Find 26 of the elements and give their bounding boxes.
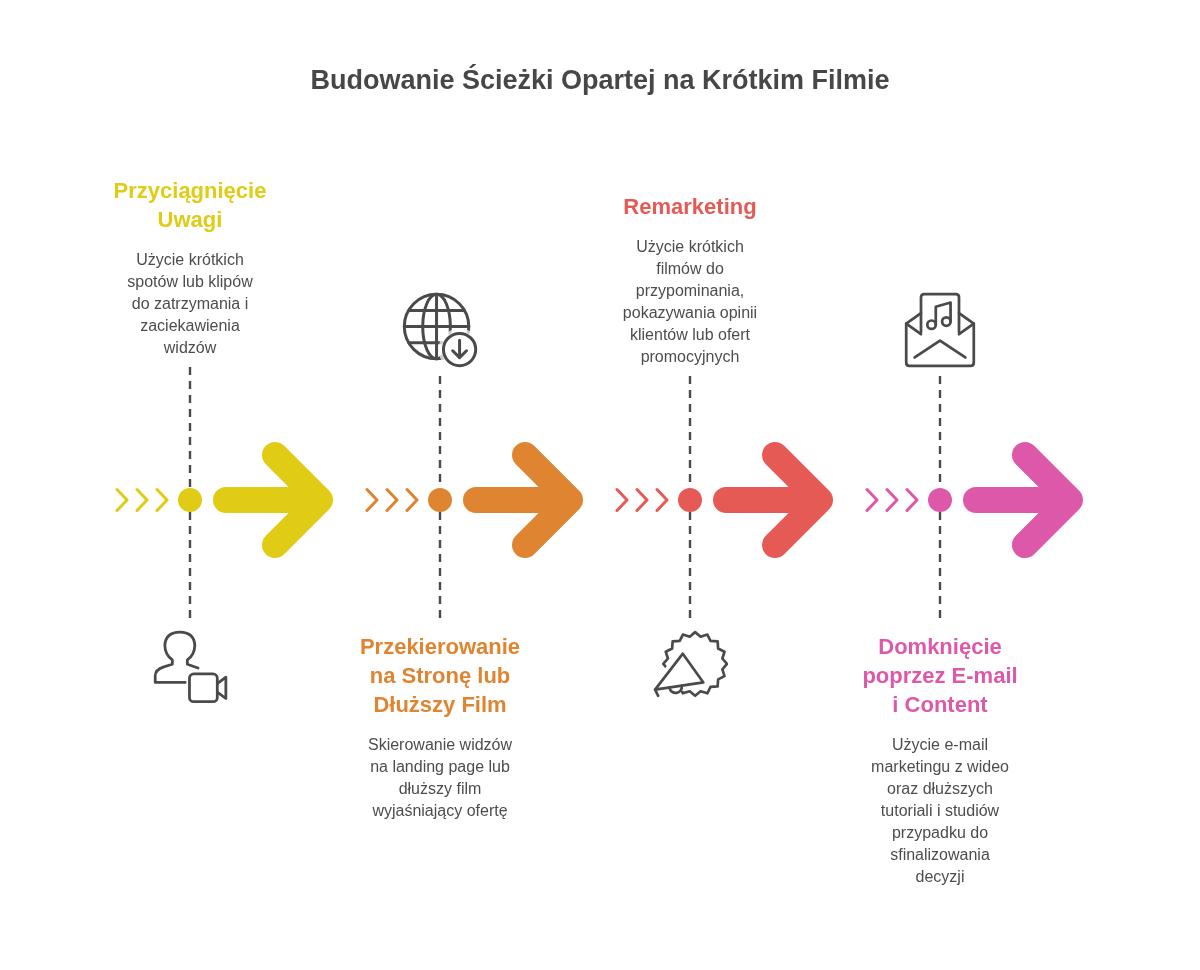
stage-description: Użycie e-mail marketingu z wideo oraz dłuższych tutoriali i studiów przypadku do sfinalizowania decyzji bbox=[870, 735, 1010, 887]
music-envelope-icon bbox=[902, 292, 978, 368]
arrow bbox=[713, 442, 833, 558]
chevron-arrow bbox=[115, 488, 169, 512]
dashed-line bbox=[688, 512, 692, 620]
arrow bbox=[213, 442, 333, 558]
chevron-arrow bbox=[365, 488, 419, 512]
chevron-arrow bbox=[615, 488, 669, 512]
stage-title: Domknięcie poprzez E-mail i Content bbox=[861, 633, 1019, 719]
arrow bbox=[463, 442, 583, 558]
dashed-line bbox=[188, 367, 192, 488]
timeline-dot bbox=[428, 488, 452, 512]
stage-description: Skierowanie widzów na landing page lub dłuższy film wyjaśniający ofertę bbox=[366, 735, 514, 821]
person-video-icon bbox=[152, 630, 228, 706]
title: Budowanie Ścieżki Opartej na Krótkim Filmie bbox=[310, 63, 890, 97]
stage-title: Przyciągnięcie Uwagi bbox=[112, 177, 268, 234]
stage-description: Użycie krótkich spotów lub klipów do zatrzymania i zaciekawienia widzów bbox=[126, 250, 254, 358]
timeline-dot bbox=[178, 488, 202, 512]
stage-title: Przekierowanie na Stronę lub Dłuższy Film bbox=[358, 633, 522, 719]
timeline-dot bbox=[928, 488, 952, 512]
globe-download-icon bbox=[402, 292, 478, 368]
stage-title: Remarketing bbox=[623, 193, 757, 221]
stage-description: Użycie krótkich filmów do przypominania, pokazywania opinii klientów lub ofert promocyjnych bbox=[621, 237, 759, 367]
arrow bbox=[963, 442, 1083, 558]
chevron-arrow bbox=[865, 488, 919, 512]
timeline-dot bbox=[678, 488, 702, 512]
